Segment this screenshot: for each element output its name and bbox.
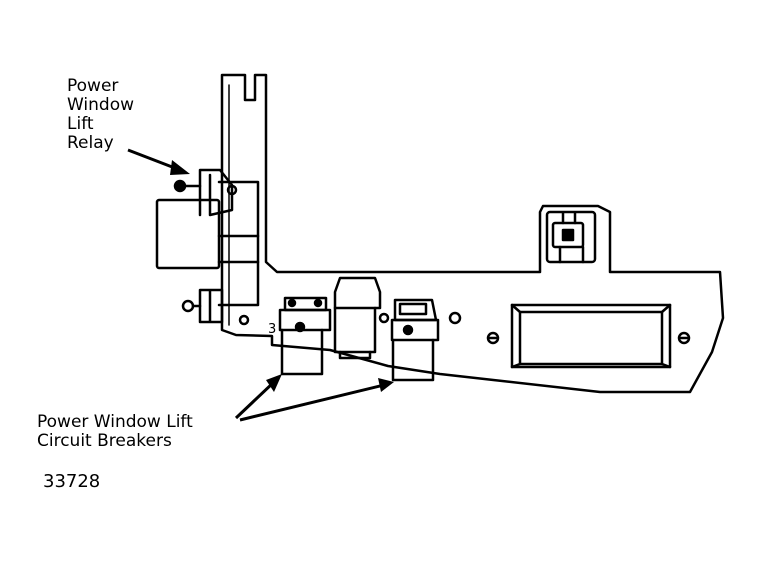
- relay-label-line: Relay: [67, 133, 114, 153]
- svg-text:3: 3: [268, 322, 276, 337]
- relay-label-line: Power: [67, 76, 119, 96]
- center-component: [333, 276, 382, 360]
- breaker-label-line: Circuit Breakers: [37, 431, 172, 451]
- breaker-label-line: Power Window Lift: [37, 412, 193, 432]
- relay-callout-label: Power Window Lift Relay: [67, 77, 134, 153]
- connector: [545, 210, 597, 264]
- panel-opening: [510, 303, 672, 369]
- relay-label-line: Window: [67, 95, 135, 115]
- circuit-breaker-left: [278, 296, 332, 376]
- circuit-breaker-right: [390, 298, 440, 382]
- breaker-callout-label: Power Window Lift Circuit Breakers: [37, 413, 193, 451]
- mounting-bracket: [220, 73, 725, 394]
- relay-label-line: Lift: [67, 114, 94, 134]
- relay-arrow: [127, 148, 190, 175]
- figure-number: 33728: [43, 471, 101, 492]
- power-window-lift-relay: [155, 168, 260, 324]
- breaker-arrow-left: [234, 374, 282, 420]
- breaker-arrow-right: [239, 378, 394, 422]
